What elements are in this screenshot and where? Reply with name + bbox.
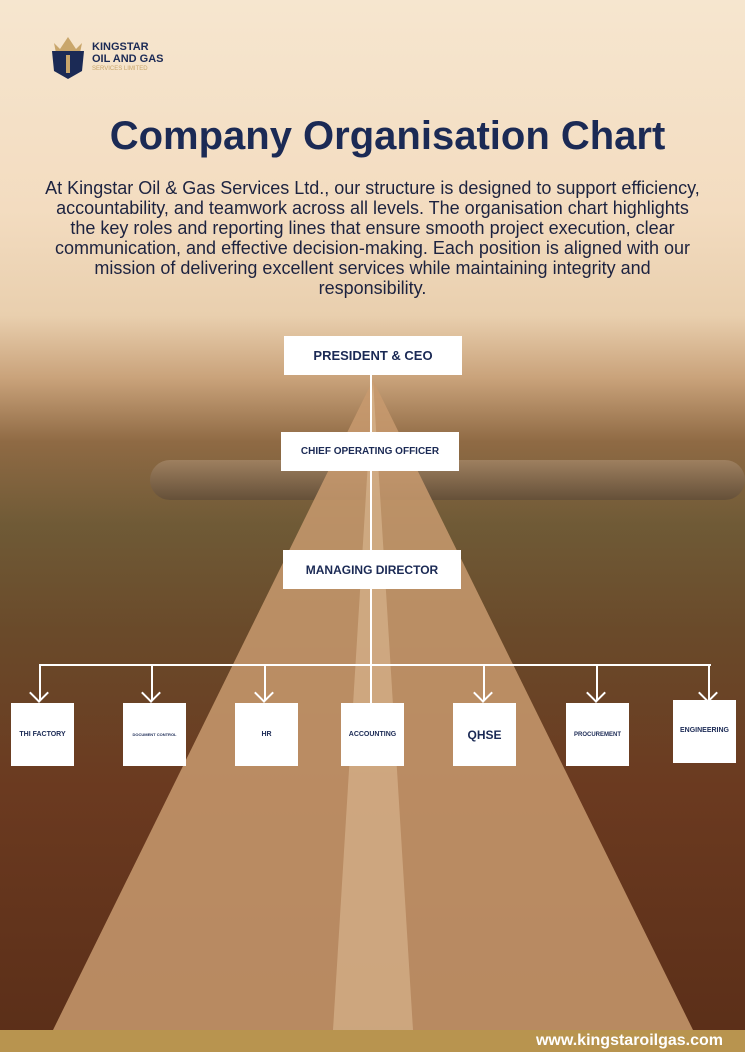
arrow-down-icon xyxy=(483,664,485,700)
vertical-connector xyxy=(370,375,372,705)
page-title: Company Organisation Chart xyxy=(109,114,666,158)
footer-bar: www.kingstaroilgas.com xyxy=(0,1030,745,1052)
dept-qhse: QHSE xyxy=(453,703,516,766)
arrow-down-icon xyxy=(151,664,153,700)
company-logo: KINGSTAR OIL AND GAS SERVICES LIMITED xyxy=(48,33,164,81)
logo-line3: SERVICES LIMITED xyxy=(92,66,148,72)
dept-document-control: DOCUMENT CONTROL xyxy=(123,703,186,766)
dept-procurement: PROCUREMENT xyxy=(566,703,629,766)
dept-engineering: ENGINEERING xyxy=(673,700,736,763)
arrow-down-icon xyxy=(264,664,266,700)
dept-accounting: ACCOUNTING xyxy=(341,703,404,766)
coo-box: CHIEF OPERATING OFFICER xyxy=(281,432,459,471)
logo-line1: KINGSTAR xyxy=(92,41,149,53)
horizontal-connector xyxy=(39,664,711,666)
website-link[interactable]: www.kingstaroilgas.com xyxy=(535,1032,723,1049)
logo-line2: OIL AND GAS xyxy=(92,53,164,65)
dept-hr: HR xyxy=(235,703,298,766)
arrow-down-icon xyxy=(39,664,41,700)
arrow-down-icon xyxy=(596,664,598,700)
dept-thi-factory: THI FACTORY xyxy=(11,703,74,766)
crown-shield-icon xyxy=(52,37,84,79)
president-ceo-box: PRESIDENT & CEO xyxy=(284,336,462,375)
intro-paragraph: At Kingstar Oil & Gas Services Ltd., our… xyxy=(45,178,700,298)
managing-director-box: MANAGING DIRECTOR xyxy=(283,550,461,589)
arrow-down-icon xyxy=(708,664,710,700)
